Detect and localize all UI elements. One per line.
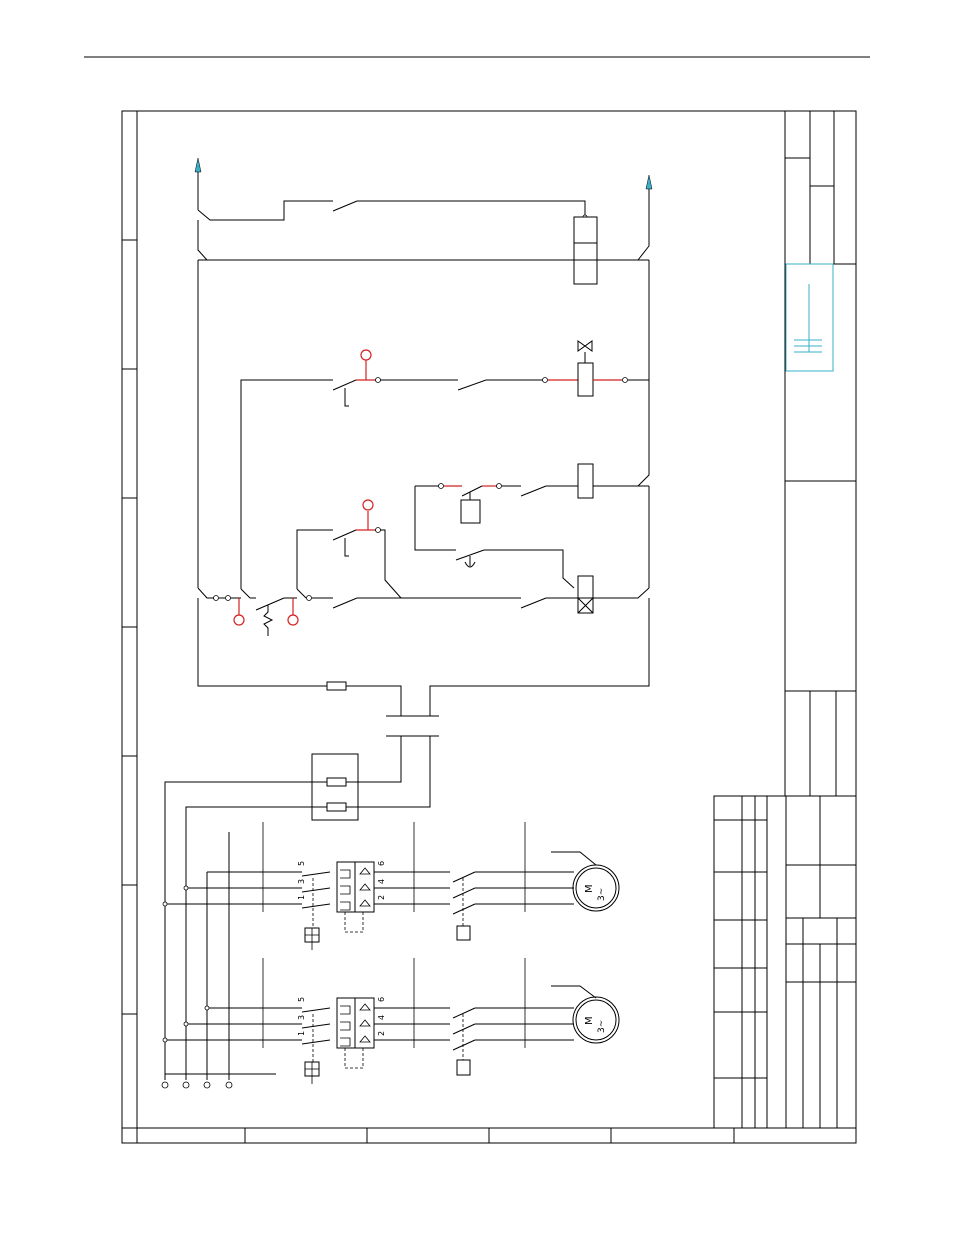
indicator-lamp	[361, 350, 371, 360]
terminal-label: 3	[297, 879, 306, 884]
motor-branch-1: 5 3 1 6 4 2 M 3~	[163, 822, 619, 950]
terminal-label: 6	[377, 861, 386, 866]
terminal-label: 3	[297, 1015, 306, 1020]
terminal-label: 2	[377, 1031, 386, 1036]
terminal	[226, 1082, 232, 1088]
fuse	[327, 778, 346, 786]
arrow-up-icon	[195, 158, 201, 172]
terminal-label: 4	[377, 879, 386, 884]
timer-box	[461, 500, 480, 523]
indicator-lamp	[234, 615, 244, 625]
terminal-label: 1	[297, 1031, 306, 1036]
motor	[573, 865, 619, 911]
indicator-lamp	[288, 615, 298, 625]
motor-phase-label: 3~	[597, 888, 607, 901]
stamp-logo	[786, 264, 833, 371]
arrow-up-icon	[646, 175, 652, 189]
terminal-label: 6	[377, 997, 386, 1002]
motor-branch-2: 5 3 1 6 4 2 M 3~	[163, 958, 619, 1084]
motor-phase-label: 3~	[597, 1020, 607, 1033]
fuse	[327, 682, 346, 690]
valve-icon	[578, 341, 592, 351]
relay-coil	[574, 217, 597, 284]
title-block	[714, 111, 856, 1128]
motor-label: M	[584, 884, 595, 893]
motor-label: M	[584, 1016, 595, 1025]
drawing-frame	[122, 111, 856, 1143]
fuse	[327, 803, 346, 811]
contactor-box	[457, 1060, 470, 1075]
terminal-label: 2	[377, 895, 386, 900]
terminal-label: 5	[297, 997, 306, 1002]
thermal-relay-icon	[264, 605, 272, 636]
terminal	[204, 1082, 210, 1088]
control-circuit	[165, 158, 652, 1080]
terminal-label: 1	[297, 895, 306, 900]
timer-coil	[578, 464, 593, 498]
terminal-label: 5	[297, 861, 306, 866]
contactor-coil	[578, 576, 593, 613]
terminal-label: 4	[377, 1015, 386, 1020]
indicator-lamp	[363, 500, 373, 510]
terminal	[183, 1082, 189, 1088]
contactor-box	[457, 926, 470, 940]
motor	[573, 997, 619, 1043]
terminal	[162, 1082, 168, 1088]
power-circuit: 5 3 1 6 4 2 M 3~	[162, 822, 619, 1088]
solenoid-valve-coil	[578, 363, 593, 396]
